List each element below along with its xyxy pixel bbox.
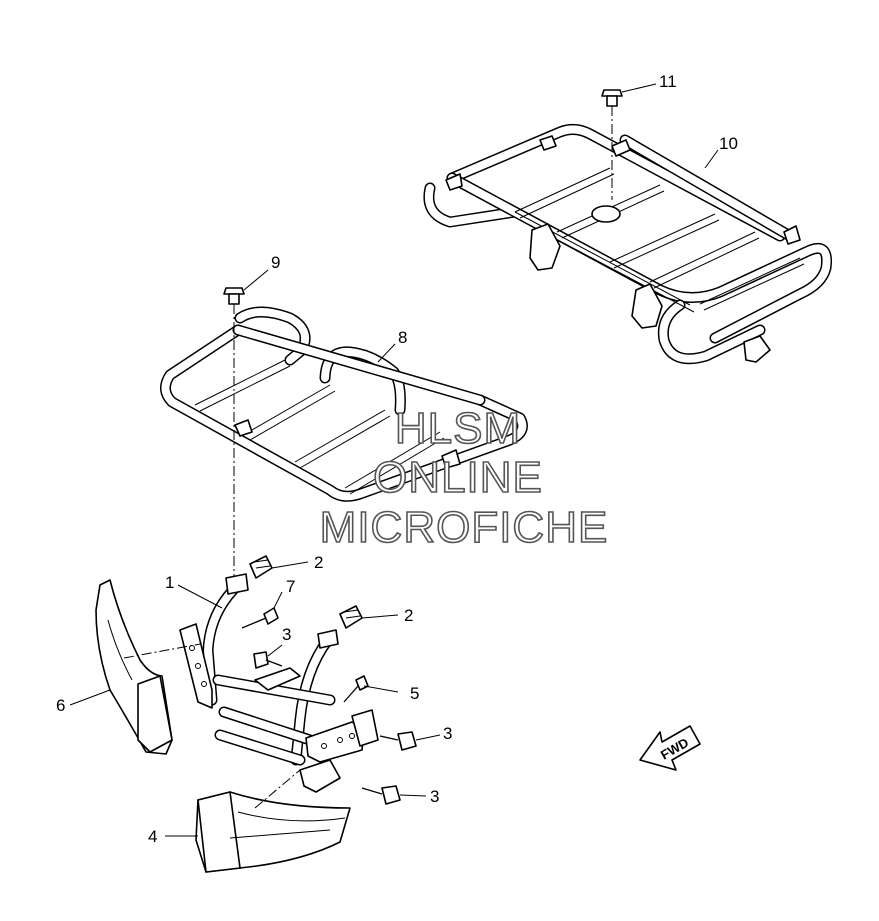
bolt-part-11: [601, 89, 623, 200]
grommet-part-2-upper: [249, 555, 273, 579]
assembly-line-guard-6: [123, 643, 201, 659]
callout-9: 9: [271, 253, 280, 272]
guard-part-6: [95, 579, 173, 755]
callout-4: 4: [148, 827, 157, 846]
callout-2-lower: 2: [404, 606, 413, 625]
guard-part-4: [195, 791, 351, 873]
callout-3-lower: 3: [430, 787, 439, 806]
watermark: HLSM ONLINE MICROFICHE: [319, 403, 609, 553]
callout-11: 11: [659, 72, 677, 91]
callout-2-upper: 2: [314, 553, 323, 572]
callout-1: 1: [165, 573, 174, 592]
callout-5: 5: [410, 684, 419, 703]
callout-3-middle: 3: [443, 724, 452, 743]
bolt-part-3-lower: [361, 785, 401, 805]
front-carrier-part-8: [160, 306, 528, 502]
grommet-part-2-lower: [339, 605, 363, 629]
forward-direction-arrow-icon: FWD: [639, 725, 701, 771]
callout-7: 7: [286, 577, 295, 596]
screw-part-5: [343, 675, 369, 703]
callout-8: 8: [398, 328, 407, 347]
bolt-part-9: [223, 287, 245, 580]
leader-lines: [69, 83, 719, 837]
watermark-line-3: MICROFICHE: [320, 503, 609, 552]
assembly-line-guard-4: [254, 769, 301, 809]
callout-10: 10: [719, 134, 738, 153]
screw-part-7: [241, 607, 279, 629]
rear-carrier-part-10: [423, 123, 833, 365]
watermark-line-1: HLSM: [395, 404, 521, 453]
bolt-part-3-middle: [379, 731, 417, 751]
bumper-bracket-part-1: [179, 573, 379, 793]
watermark-line-2: ONLINE: [373, 453, 543, 502]
bolt-part-3-upper: [253, 651, 283, 669]
callout-3-upper: 3: [282, 625, 291, 644]
callout-6: 6: [56, 696, 65, 715]
